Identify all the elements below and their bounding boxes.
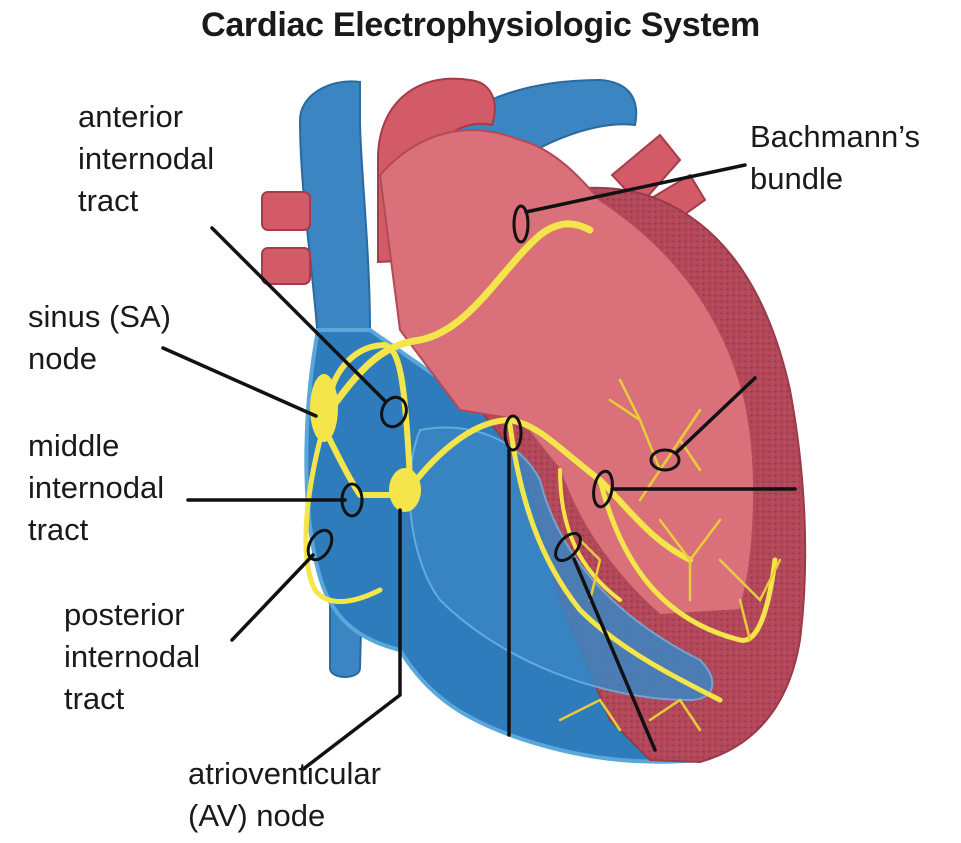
- label-middle-internodal-tract: middle internodal tract: [28, 425, 164, 551]
- label-bachmanns-bundle: Bachmann’s bundle: [750, 116, 920, 200]
- leader-posterior: [232, 555, 313, 640]
- label-av-node: atrioventicular (AV) node: [188, 753, 381, 837]
- sa-node: [310, 374, 338, 442]
- av-node: [389, 468, 421, 512]
- label-posterior-internodal-tract: posterior internodal tract: [64, 594, 200, 720]
- label-anterior-internodal-tract: anterior internodal tract: [78, 96, 214, 222]
- leader-sinus: [163, 348, 316, 416]
- label-sinus-node: sinus (SA) node: [28, 296, 171, 380]
